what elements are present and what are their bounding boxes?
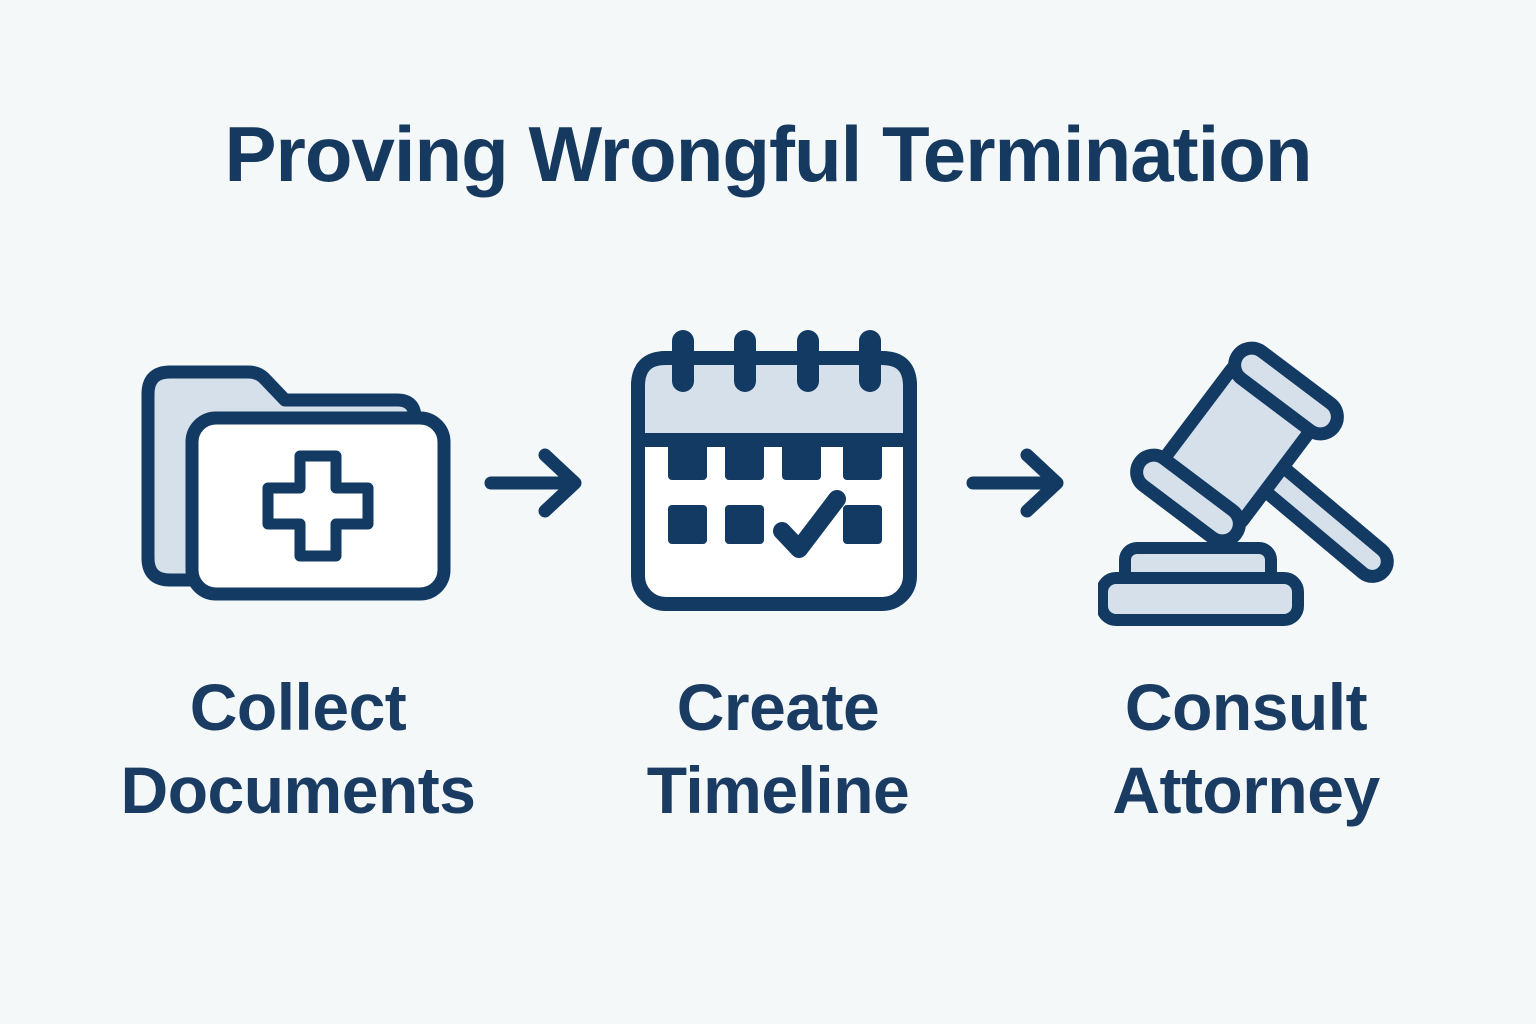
step-label-consult-attorney: Consult Attorney bbox=[1040, 666, 1452, 832]
step-label-create-timeline: Create Timeline bbox=[572, 666, 984, 832]
folder-plus-icon bbox=[140, 344, 452, 607]
calendar-check-icon bbox=[630, 328, 918, 617]
gavel-icon bbox=[1096, 330, 1402, 631]
arrow-right-icon bbox=[965, 445, 1069, 526]
step-label-line: Consult bbox=[1124, 670, 1368, 744]
step-label-line: Timeline bbox=[646, 753, 910, 828]
step-label-line: Create bbox=[676, 670, 880, 744]
step-label-line: Collect bbox=[189, 670, 407, 744]
step-label-line: Documents bbox=[120, 753, 476, 828]
page-title: Proving Wrongful Termination bbox=[224, 110, 1312, 198]
arrow-right-icon bbox=[483, 445, 587, 526]
step-label-collect-documents: Collect Documents bbox=[92, 666, 504, 832]
step-label-line: Attorney bbox=[1112, 753, 1380, 828]
